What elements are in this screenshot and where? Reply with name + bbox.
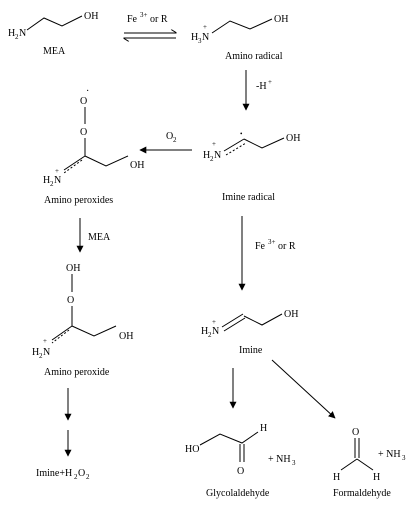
- imine-h2o2-products: Imine+H 2 O 2: [36, 468, 90, 481]
- svg-text:H: H: [43, 175, 50, 186]
- mea-h-sub: 2: [15, 33, 19, 41]
- svg-text:H: H: [201, 326, 208, 337]
- svg-text:O: O: [67, 295, 74, 306]
- mea-n: N: [19, 28, 26, 39]
- amino-peroxide-structure: OH O OH + H 2 N Amino peroxide: [32, 263, 133, 378]
- svg-text:+: +: [212, 318, 216, 326]
- svg-text:H: H: [32, 347, 39, 358]
- svg-text:2: 2: [208, 331, 212, 339]
- svg-text:N: N: [43, 347, 50, 358]
- amino-radical-label: Amino radical: [225, 51, 283, 62]
- svg-text:+: +: [268, 78, 272, 86]
- amino-peroxides-label: Amino peroxides: [44, 195, 113, 206]
- svg-text:O: O: [166, 131, 173, 142]
- glycolaldehyde-label: Glycolaldehyde: [206, 488, 270, 499]
- svg-text:3: 3: [402, 454, 406, 462]
- formaldehyde-structure: O H H + NH 3 Formaldehyde: [333, 427, 406, 499]
- mea-oh: OH: [84, 11, 98, 22]
- imine-label: Imine: [239, 345, 263, 356]
- svg-text:Imine+H: Imine+H: [36, 468, 72, 479]
- reagent-mea: MEA: [88, 232, 111, 243]
- svg-text:OH: OH: [66, 263, 80, 274]
- svg-text:OH: OH: [274, 14, 288, 25]
- svg-text:-H: -H: [256, 81, 267, 92]
- svg-text:O: O: [80, 127, 87, 138]
- svg-text:or R: or R: [278, 241, 296, 252]
- imine-radical-dot: •: [240, 130, 243, 138]
- amino-peroxides-structure: O · O OH + H 2 N Amino peroxides: [43, 86, 144, 206]
- reagent-o2: O 2: [166, 131, 177, 144]
- svg-text:OH: OH: [119, 331, 133, 342]
- svg-text:3+: 3+: [140, 11, 148, 19]
- reagent-fe-r-1: Fe 3+ or R: [127, 11, 168, 25]
- svg-text:or R: or R: [150, 14, 168, 25]
- imine-radical-label: Imine radical: [222, 192, 275, 203]
- svg-text:O: O: [352, 427, 359, 438]
- svg-text:OH: OH: [284, 309, 298, 320]
- svg-text:2: 2: [210, 155, 214, 163]
- amino-radical-bonds: [211, 18, 273, 34]
- svg-text:N: N: [54, 175, 61, 186]
- svg-text:H: H: [203, 150, 210, 161]
- svg-text:O: O: [80, 96, 87, 107]
- svg-text:HO: HO: [185, 444, 199, 455]
- amino-radical-structure: + H 3 N OH Amino radical: [191, 14, 288, 62]
- svg-text:N: N: [202, 32, 209, 43]
- formaldehyde-label: Formaldehyde: [333, 488, 391, 499]
- svg-text:3: 3: [292, 459, 296, 467]
- svg-text:H: H: [333, 472, 340, 483]
- svg-text:+: +: [43, 337, 47, 345]
- svg-text:OH: OH: [286, 133, 300, 144]
- svg-text:2: 2: [50, 180, 54, 188]
- svg-text:Fe: Fe: [127, 14, 138, 25]
- svg-text:O: O: [237, 466, 244, 477]
- arrow-to-formaldehyde: [271, 359, 336, 419]
- svg-text:+: +: [55, 167, 59, 175]
- svg-text:OH: OH: [130, 160, 144, 171]
- svg-text:H: H: [260, 423, 267, 434]
- svg-text:2: 2: [74, 473, 78, 481]
- svg-text:3: 3: [198, 37, 202, 45]
- svg-text:H: H: [191, 32, 198, 43]
- svg-text:2: 2: [86, 473, 90, 481]
- equilibrium-arrow: [124, 33, 176, 38]
- svg-text:N: N: [214, 150, 221, 161]
- svg-text:O: O: [78, 468, 85, 479]
- svg-text:2: 2: [39, 352, 43, 360]
- svg-text:3+: 3+: [268, 238, 276, 246]
- mea-structure: H 2 N OH MEA: [8, 11, 98, 57]
- imine-radical-charge: +: [212, 140, 216, 148]
- amino-radical-charge: +: [203, 23, 207, 31]
- reagent-minus-h: -H +: [256, 78, 272, 92]
- imine-radical-structure: + H 2 N • OH Imine radical: [203, 130, 300, 203]
- imine-structure: + H 2 N OH Imine: [201, 309, 298, 356]
- svg-text:Fe: Fe: [255, 241, 266, 252]
- mea-bonds: [26, 15, 83, 31]
- peroxyl-radical-dot: ·: [86, 86, 89, 97]
- svg-text:+ NH: + NH: [268, 454, 291, 465]
- mea-label: MEA: [43, 46, 66, 57]
- svg-text:2: 2: [173, 136, 177, 144]
- svg-text:+ NH: + NH: [378, 449, 401, 460]
- amino-peroxide-label: Amino peroxide: [44, 367, 110, 378]
- reagent-fe-r-2: Fe 3+ or R: [255, 238, 296, 252]
- mea-h: H: [8, 28, 15, 39]
- svg-text:H: H: [373, 472, 380, 483]
- glycolaldehyde-structure: HO H O + NH 3 Glycolaldehyde: [185, 423, 296, 499]
- svg-text:N: N: [212, 326, 219, 337]
